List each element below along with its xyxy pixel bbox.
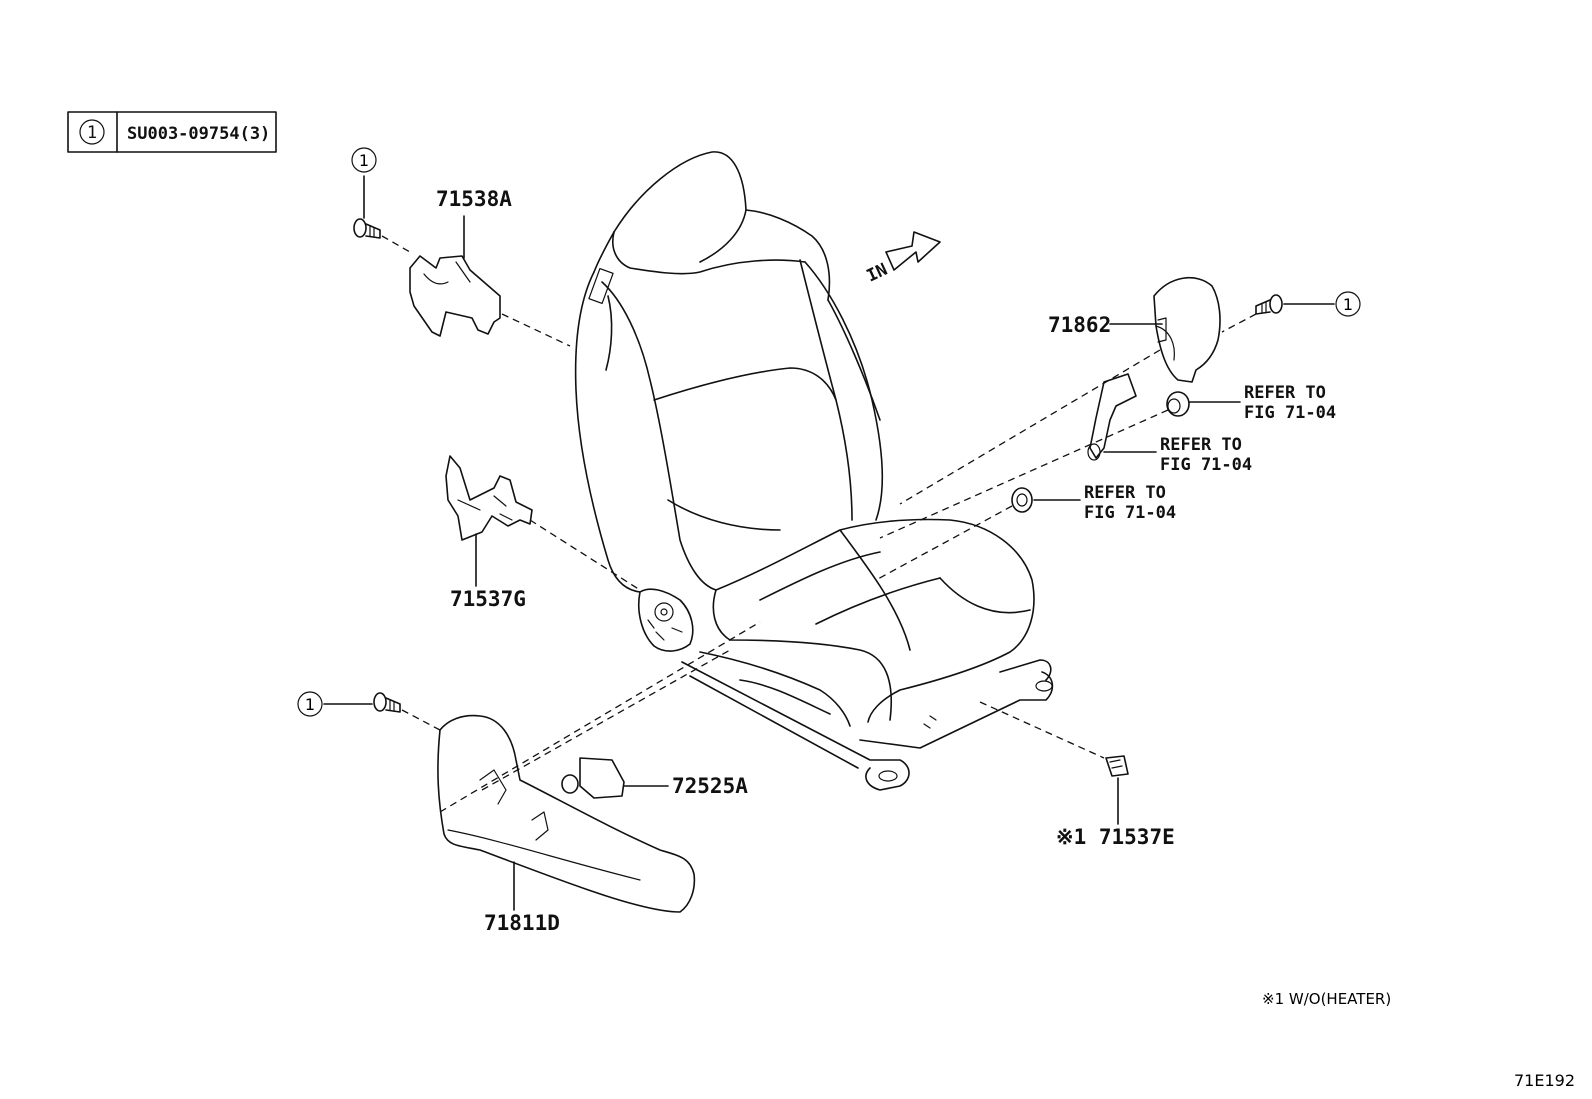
refer-parts: REFER TO FIG 71-04 REFER TO FIG 71-04 RE…	[875, 373, 1336, 581]
legend-symbol: 1	[87, 123, 97, 143]
part-71537G: 71537G	[445, 455, 641, 611]
legend-code: SU003-09754(3)	[127, 124, 270, 144]
callout-symbol-upper-left: 1	[359, 151, 369, 170]
label-71537G: 71537G	[450, 587, 526, 611]
figure-code: 71E192	[1514, 1071, 1575, 1090]
label-72525A: 72525A	[672, 774, 748, 798]
part-71538A: 71538A 1	[351, 147, 571, 347]
label-71811D: 71811D	[484, 911, 560, 935]
refer-2-line1: REFER TO	[1160, 435, 1242, 455]
label-71537E: ※1 71537E	[1056, 825, 1175, 849]
part-71862: 71862 1	[899, 277, 1361, 505]
refer-3-line1: REFER TO	[1084, 483, 1166, 503]
legend-box: 1 SU003-09754(3)	[67, 111, 277, 153]
label-71538A: 71538A	[436, 187, 512, 211]
refer-2-line2: FIG 71-04	[1160, 455, 1252, 475]
part-72525A: 72525A	[561, 757, 748, 799]
refer-1-line1: REFER TO	[1244, 383, 1326, 403]
refer-1-line2: FIG 71-04	[1244, 403, 1336, 423]
direction-indicator: IN	[864, 231, 941, 287]
callout-symbol-lower-left: 1	[305, 695, 315, 714]
callout-symbol-right: 1	[1343, 295, 1353, 314]
part-71537E: ※1 71537E	[979, 701, 1175, 849]
footnote-heater: ※1 W/O(HEATER)	[1262, 990, 1391, 1008]
part-71811D: 71811D 1	[297, 621, 761, 935]
refer-3-line2: FIG 71-04	[1084, 503, 1176, 523]
direction-label: IN	[864, 260, 891, 287]
label-71862: 71862	[1048, 313, 1111, 337]
seat-illustration	[574, 151, 1054, 791]
